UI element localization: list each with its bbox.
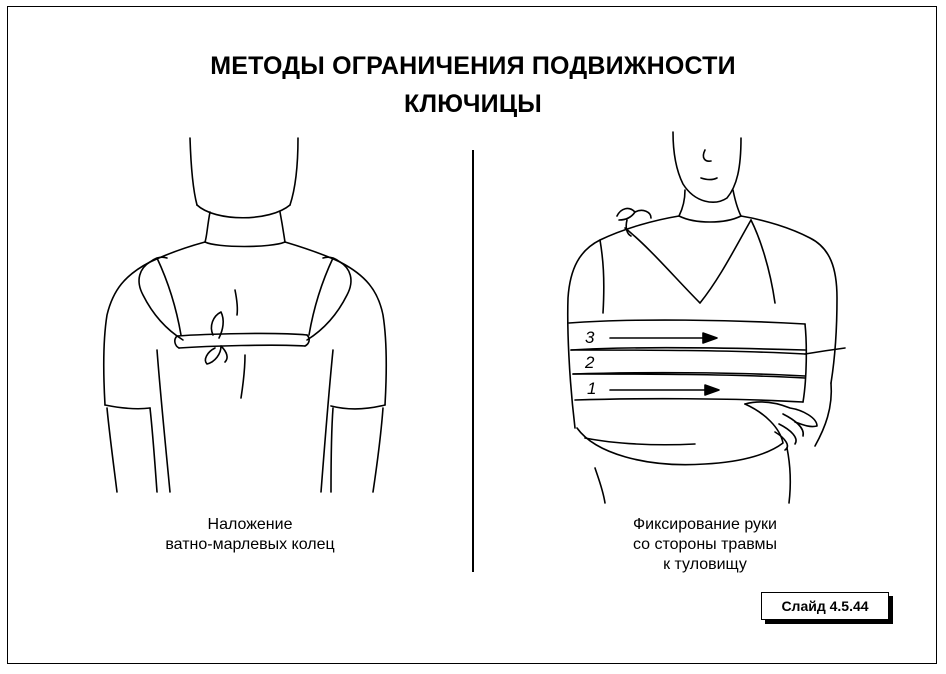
- slide-number-badge: Слайд 4.5.44: [761, 592, 889, 620]
- sling-outline: [624, 219, 752, 304]
- bandage-turn-3: [568, 319, 806, 325]
- bandage-label-1: 1: [587, 379, 596, 398]
- left-caption-line-1: Наложение: [207, 516, 293, 533]
- back-view-rings-illustration: [102, 137, 388, 493]
- left-caption-line-2: ватно-марлевых колец: [165, 536, 335, 553]
- right-caption-line-3: к туловищу: [663, 556, 747, 573]
- sling-knot: [616, 207, 636, 221]
- bandage-turn-1: [572, 373, 806, 379]
- slide-frame: [7, 6, 937, 664]
- neck-outline: [189, 137, 198, 206]
- knot: [210, 311, 224, 339]
- slide-title-line-1: МЕТОДЫ ОГРАНИЧЕНИЯ ПОДВИЖНОСТИ: [210, 52, 736, 80]
- left-caption: Наложение ватно-марлевых колец: [120, 515, 380, 555]
- hand-outline: [744, 401, 818, 428]
- left-ring: [138, 261, 184, 341]
- bandage-turn-2: [570, 349, 806, 355]
- forearm-sling: [576, 403, 784, 466]
- slide-title-line-2: КЛЮЧИЦЫ: [404, 90, 542, 118]
- right-caption-line-1: Фиксирование руки: [632, 516, 777, 533]
- right-caption: Фиксирование руки со стороны травмы к ту…: [575, 515, 835, 575]
- bandage-label-2: 2: [584, 353, 595, 372]
- connecting-band: [176, 332, 308, 337]
- front-view-arm-fixation-illustration: 3 2 1: [566, 131, 846, 504]
- right-ring: [306, 261, 352, 341]
- panel-divider: [472, 150, 474, 572]
- bandage-label-3: 3: [585, 328, 595, 347]
- right-caption-line-2: со стороны травмы: [632, 536, 778, 553]
